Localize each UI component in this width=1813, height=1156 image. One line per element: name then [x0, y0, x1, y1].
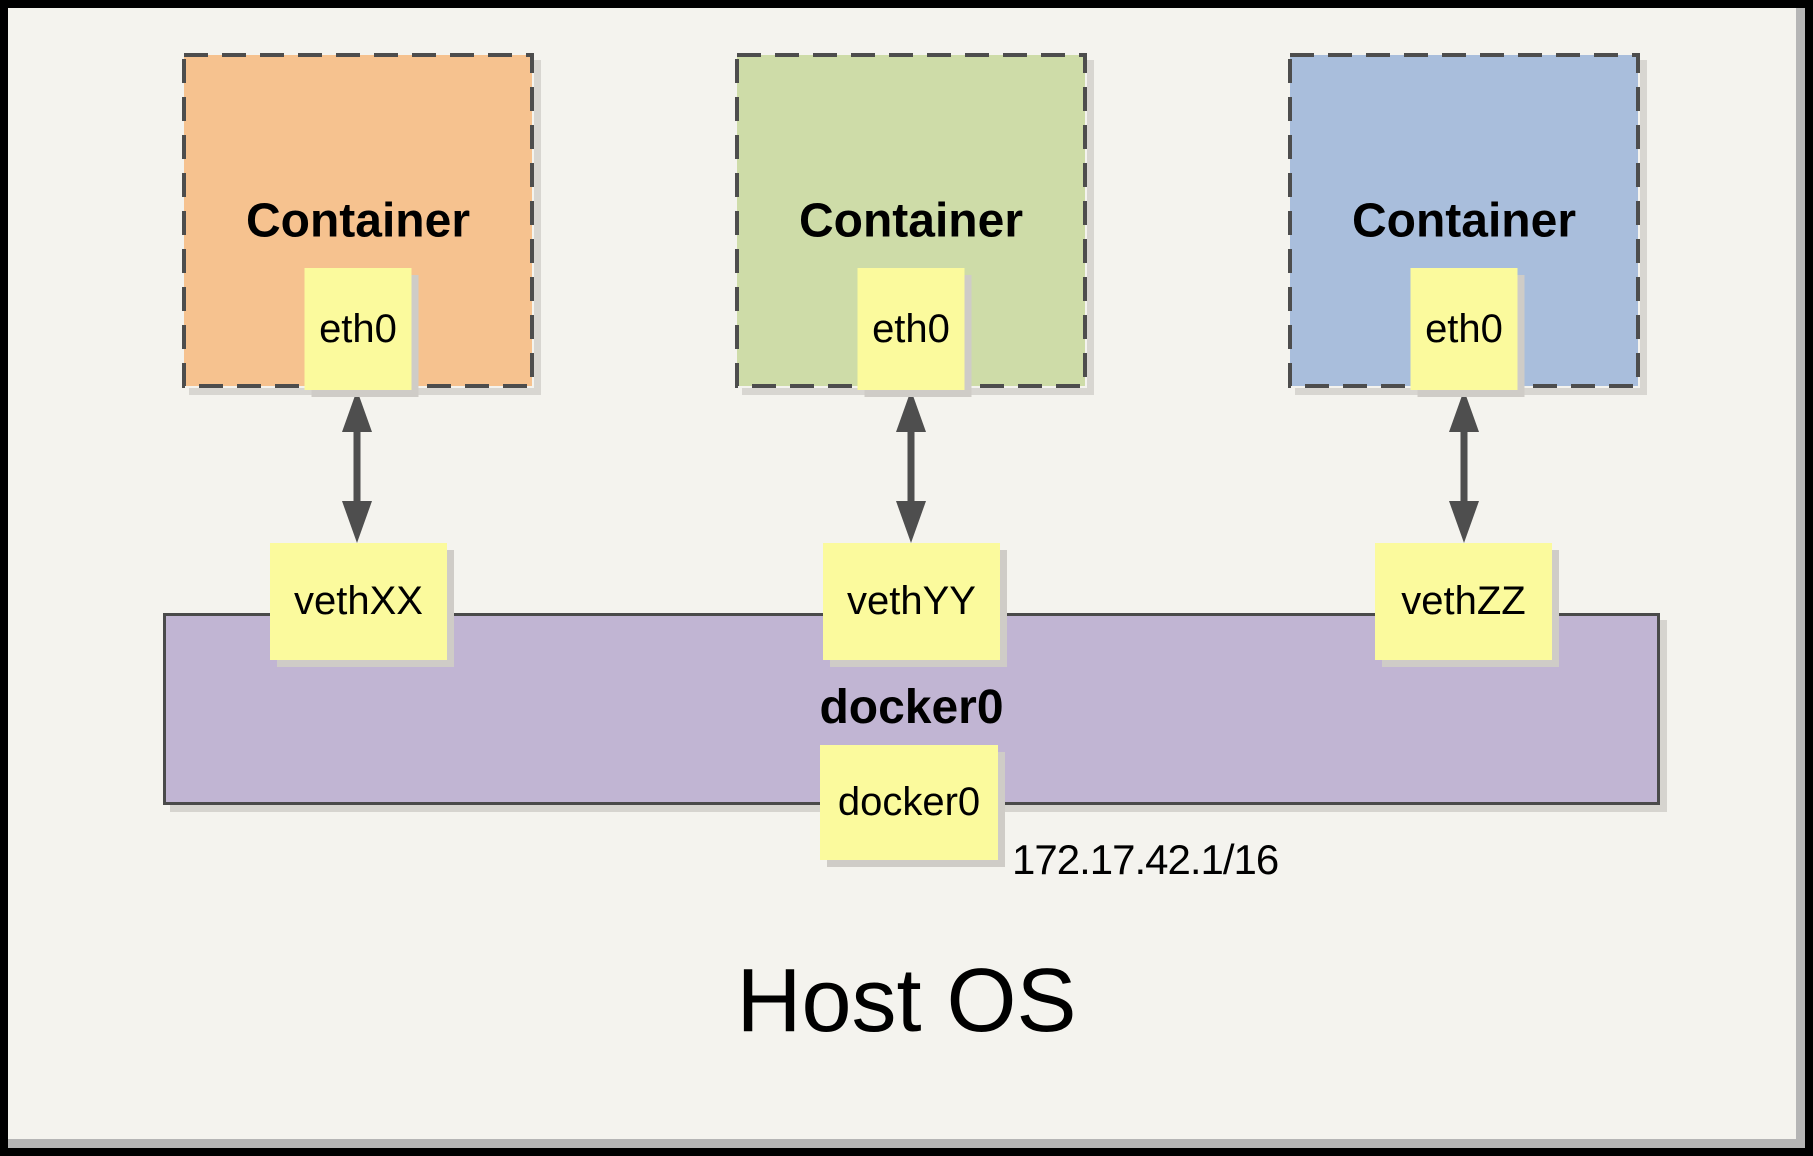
vethyy-box: vethYY: [823, 543, 1000, 660]
vethxx-label: vethXX: [294, 579, 423, 623]
dashed-border: [1288, 53, 1640, 388]
container-box-1: Container eth0: [182, 53, 534, 390]
host-os-label: Host OS: [736, 951, 1077, 1051]
eth0-label: eth0: [872, 306, 950, 351]
bidirectional-arrow-icon: [896, 390, 926, 543]
container-box-2: Container eth0: [735, 53, 1087, 390]
vethxx-box: vethXX: [270, 543, 447, 660]
container-label: Container: [245, 194, 470, 247]
eth0-interface-box-1: eth0: [304, 268, 412, 390]
docker0-bridge-label: docker0: [819, 681, 1004, 734]
container-label: Container: [798, 194, 1023, 247]
docker0-interface-label: docker0: [837, 780, 981, 824]
bridge-ip-label: 172.17.42.1/16: [1012, 836, 1279, 883]
eth0-interface-box-2: eth0: [857, 268, 965, 390]
container-box-3: Container eth0: [1288, 53, 1640, 390]
vethyy-label: vethYY: [847, 579, 976, 623]
vethzz-label: vethZZ: [1401, 579, 1526, 623]
bidirectional-arrow-icon: [342, 390, 372, 543]
eth0-label: eth0: [319, 306, 397, 351]
container-label: Container: [1351, 194, 1576, 247]
bidirectional-arrow-icon: [1449, 390, 1479, 543]
vethzz-box: vethZZ: [1375, 543, 1552, 660]
eth0-interface-box-3: eth0: [1410, 268, 1518, 390]
docker0-interface-box: docker0: [820, 745, 998, 860]
eth0-label: eth0: [1425, 306, 1503, 351]
